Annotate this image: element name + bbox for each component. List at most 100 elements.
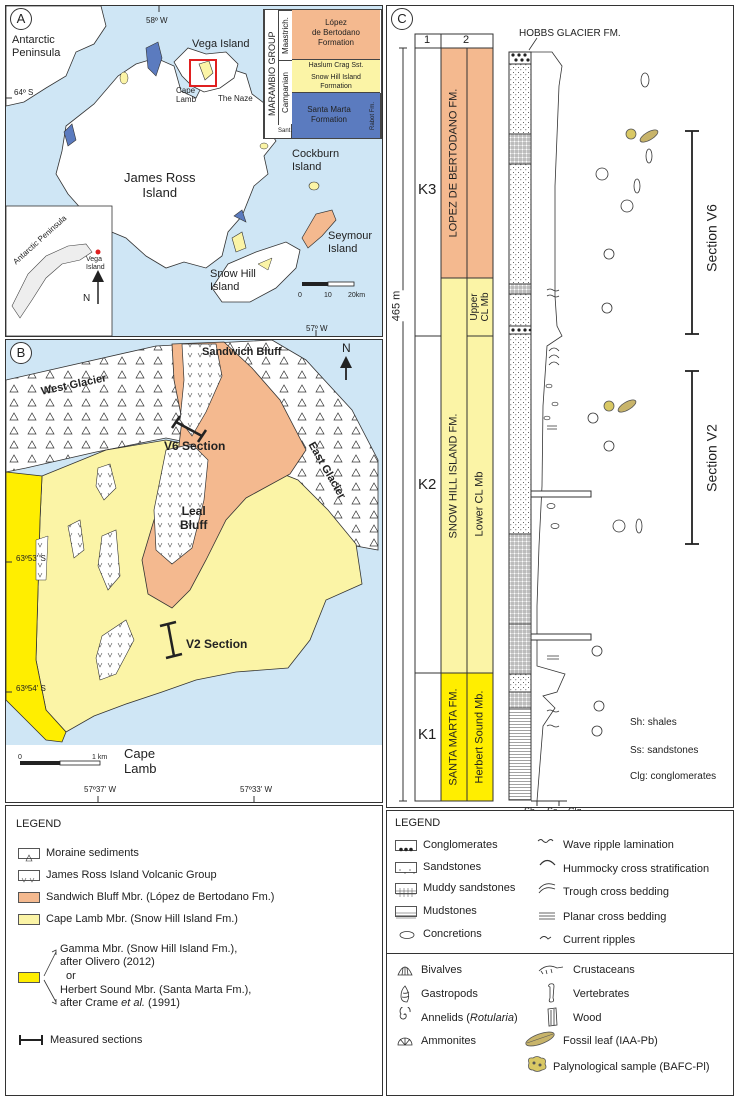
concretions <box>543 383 560 529</box>
legend-ammonites: Ammonites <box>421 1035 477 1047</box>
north-arrowhead <box>340 356 352 368</box>
member-upper-cl-bar <box>466 277 494 337</box>
section-v2-label: Section V2 <box>703 424 720 492</box>
member-lopez-bar <box>466 47 494 279</box>
legend-gastropods: Gastropods <box>421 988 478 1000</box>
blue-patch <box>145 41 163 77</box>
legend-wood: Wood <box>573 1012 602 1024</box>
legend-planar: Planar cross bedding <box>563 911 667 923</box>
legend-c-title: LEGEND <box>395 817 441 829</box>
legend-muddy-sandstones: Muddy sandstones <box>423 882 516 894</box>
inset-frame <box>6 205 113 336</box>
legend-annelids: Annelids (Rotularia) <box>421 1012 518 1025</box>
scale-bar-dark <box>302 282 328 286</box>
log-profile <box>531 51 566 802</box>
vertebrate-icon <box>548 983 555 1003</box>
stage-label-santonian: Sant. <box>278 124 292 138</box>
log-muddy-sandstone <box>508 533 532 625</box>
inset-peninsula-shape <box>11 243 93 319</box>
legend-concretions: Concretions <box>423 928 482 940</box>
scale-zero: 0 <box>298 292 302 299</box>
coord-lat-2: 63º54' S <box>16 684 46 693</box>
legend-bivalves: Bivalves <box>421 964 462 976</box>
swatch-sandwich-bluff <box>18 892 40 903</box>
palynological-sample-icon <box>528 1056 547 1072</box>
yellow-patch <box>257 257 273 271</box>
fossil-icons <box>587 72 653 737</box>
coord-lon-1: 57º37' W <box>84 785 117 794</box>
yellow-patch <box>198 60 214 81</box>
log-sandstone <box>508 293 532 327</box>
unit-k2: K2 <box>418 476 437 493</box>
structure-symbols <box>537 839 556 940</box>
panel-c-label: C <box>391 8 413 30</box>
inset-north-label: N <box>83 293 91 304</box>
thickness-label: 465 m <box>390 290 404 322</box>
volcanic-area <box>67 519 85 559</box>
antarctic-peninsula-shape <box>6 6 107 107</box>
formation-lopez: López de Bertodano Formation <box>292 10 380 60</box>
stratigraphy-table: MARAMBIO GROUP Maastrich. Campanian Sant… <box>263 9 382 139</box>
section-v2-bracket <box>685 370 699 545</box>
inset-location-dot <box>95 249 101 255</box>
north-label: N <box>342 341 351 355</box>
member-herbert-label: Herbert Sound Mb. <box>473 690 486 784</box>
legend-hummocky: Hummocky cross stratification <box>563 863 710 875</box>
coord-lon-bottom: 57º W <box>306 324 328 333</box>
legend-wave-ripple: Wave ripple lamination <box>563 839 674 851</box>
hobbs-label: HOBBS GLACIER FM. <box>519 28 621 39</box>
section-v2-label: V2 Section <box>186 637 248 651</box>
formation-lopez-label: LOPEZ DE BERTODANO FM. <box>447 88 460 238</box>
place-snow-hill: Snow Hill Island <box>210 268 256 293</box>
legend-fossil-leaf: Fossil leaf (IAA-Pb) <box>563 1035 658 1047</box>
legend-mudstones: Mudstones <box>423 905 477 917</box>
swatch-cape-lamb <box>18 914 40 925</box>
log-sandstone <box>508 333 532 535</box>
place-cape-lamb: Cape Lamb <box>176 86 197 104</box>
legend-herbert-after-suffix: (1991) <box>145 997 180 1009</box>
study-area-box <box>189 59 217 87</box>
legend-vertebrates: Vertebrates <box>573 988 630 1000</box>
snow-hill-island-shape <box>211 241 301 303</box>
scale-mid: 10 <box>324 292 332 299</box>
col-header-1: 1 <box>424 34 431 46</box>
log-muddy-sandstone <box>508 691 532 709</box>
swatch-mudstone <box>395 906 417 919</box>
formation-snow-hill: Snow Hill Island Formation <box>292 71 380 93</box>
v6-section-marker <box>170 415 208 443</box>
scale-end: 20km <box>348 292 366 299</box>
legend-herbert-after-prefix: after Crame <box>60 997 122 1009</box>
place-the-naze: The Naze <box>218 94 253 103</box>
blue-patch <box>63 123 77 147</box>
volcanic-area <box>97 529 121 591</box>
stage-label-campanian: Campanian <box>278 60 292 125</box>
log-sandstone <box>508 673 532 693</box>
hobbs-arrow <box>528 37 538 51</box>
section-v6-label: V6 Section <box>164 439 226 453</box>
unit-column <box>414 47 442 802</box>
log-muddy-sandstone <box>508 623 532 675</box>
swatch-muddy-sandstone <box>395 883 417 897</box>
log-bench <box>530 490 592 498</box>
measured-section-symbol <box>19 1035 43 1045</box>
yellow-patch <box>119 71 129 85</box>
formation-santa-marta: Santa Marta Formation <box>292 93 366 138</box>
formation-snow-hill-label: SNOW HILL ISLAND FM. <box>447 413 460 539</box>
place-sandwich-bluff: Sandwich Bluff <box>202 346 282 358</box>
coord-lat-1: 63º53' S <box>16 554 46 563</box>
log-bench <box>530 633 592 641</box>
formation-santa-marta-label: SANTA MARTA FM. <box>447 688 460 786</box>
yellow-patch <box>231 231 247 253</box>
scale-zero: 0 <box>18 754 22 761</box>
swatch-sandstone <box>395 862 417 874</box>
place-seymour: Seymour Island <box>328 230 373 255</box>
gastropod-icon <box>400 985 410 1003</box>
unit-k1: K1 <box>418 726 437 743</box>
v2-section-marker <box>159 620 183 660</box>
ammonite-icon <box>397 1037 413 1046</box>
section-v6-label: Section V6 <box>703 204 720 272</box>
legend-herbert: Herbert Sound Mbr. (Santa Marta Fm.), <box>60 984 252 996</box>
formation-snow-hill-bar <box>440 277 468 674</box>
panel-c-column: C 1 2 K3 K2 K1 LOPEZ DE BERTODANO FM. SN… <box>386 5 734 816</box>
place-vega-island: Vega Island <box>192 38 250 50</box>
